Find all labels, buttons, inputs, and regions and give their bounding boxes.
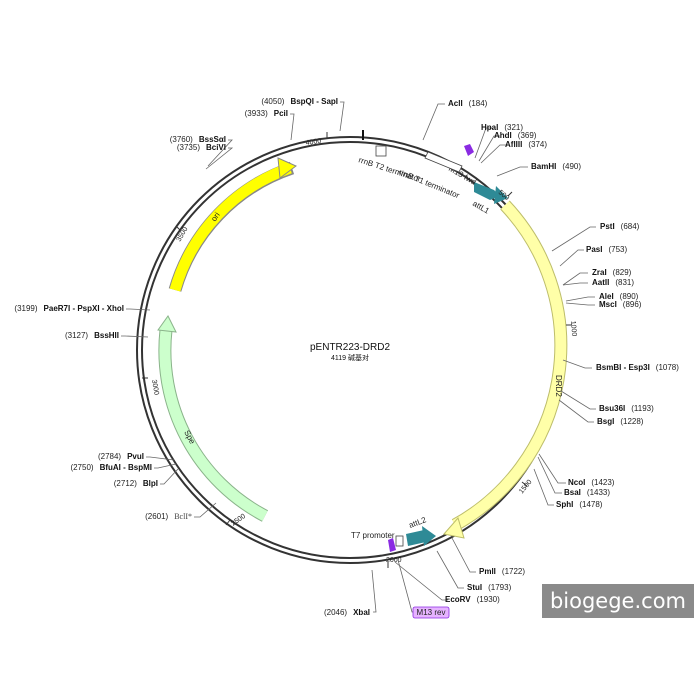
tick-label: 4000 <box>305 138 322 147</box>
site-leaders-left <box>121 101 345 518</box>
m13-rev-badge[interactable]: M13 rev <box>412 606 450 619</box>
site-label: Bsu36I(1193) <box>599 404 654 413</box>
site-label: AhdI(369) <box>494 131 537 140</box>
watermark: biogege.com <box>542 584 694 618</box>
tick-label: 2000 <box>386 557 402 564</box>
site-label: (2601)BclI* <box>145 512 192 521</box>
site-label: EcoRV(1930) <box>445 595 500 604</box>
site-label: BsgI(1228) <box>597 417 644 426</box>
attl2-label: attL2 <box>408 515 428 530</box>
site-label: AleI(890) <box>599 292 639 301</box>
site-label: AflIII(374) <box>505 140 547 149</box>
ori-feature[interactable]: ori <box>168 157 297 292</box>
tick-label: 3000 <box>150 379 160 396</box>
site-label: BsmBI - Esp3I(1078) <box>596 363 679 372</box>
tick-3000: 3000 <box>142 377 160 396</box>
site-label: AatII(831) <box>592 278 634 287</box>
site-label: SphI(1478) <box>556 500 603 509</box>
site-label: StuI(1793) <box>467 583 512 592</box>
tick-4000: 4000 <box>305 132 328 147</box>
site-label: PasI(753) <box>586 245 627 254</box>
site-label: (2712)BlpI <box>114 479 158 488</box>
rrnb-t1-feature[interactable]: rrnB T1 terminator <box>397 151 463 200</box>
site-label: NcoI(1423) <box>568 478 615 487</box>
plasmid-name: pENTR223-DRD2 <box>310 342 390 353</box>
tick-3500: 3500 <box>175 225 190 243</box>
site-label: (4050)BspQI - SapI <box>261 97 338 106</box>
t7-promoter-feature[interactable]: T7 promoter <box>351 531 404 547</box>
site-label: (3933)PciI <box>245 109 288 118</box>
site-label: ZraI(829) <box>592 268 632 277</box>
site-label: AclI(184) <box>448 99 488 108</box>
m13-rev-feature[interactable] <box>388 538 396 552</box>
site-label: BsaI(1433) <box>564 488 610 497</box>
site-label: (3199)PaeR7I - PspXI - XhoI <box>14 304 124 313</box>
tick-2000: 2000 <box>386 557 402 568</box>
tick-label: 1000 <box>569 321 577 337</box>
spe-feature[interactable]: Spe <box>157 315 269 522</box>
attl1-label: attL1 <box>471 199 491 216</box>
plasmid-size: 4119 碱基对 <box>331 353 369 362</box>
site-label: BamHI(490) <box>531 162 581 171</box>
tick-label: 1500 <box>518 479 533 496</box>
t7-promoter-label: T7 promoter <box>351 531 395 540</box>
site-label: (2784)PvuI <box>98 452 144 461</box>
site-label: (2750)BfuAI - BspMI <box>70 463 152 472</box>
attl2-feature[interactable]: attL2 <box>406 515 436 546</box>
tick-1500: 1500 <box>518 479 533 496</box>
site-leaders <box>371 103 596 613</box>
site-label: MscI(896) <box>599 300 642 309</box>
site-label: HpaI(321) <box>481 123 523 132</box>
tick-label: 3500 <box>176 226 190 243</box>
drd2-feature[interactable]: DRD2 <box>443 200 568 539</box>
site-label: (3127)BssHII <box>65 331 119 340</box>
site-label: (2046)XbaI <box>324 608 370 617</box>
tick-1000: 1000 <box>566 321 577 337</box>
site-label: (3735)BciVI <box>177 143 226 152</box>
site-label: PstI(684) <box>600 222 640 231</box>
drd2-label: DRD2 <box>554 375 563 397</box>
site-label: (3760)BssSαI <box>170 135 226 144</box>
site-label: PmlI(1722) <box>479 567 525 576</box>
m13-rev-label: M13 rev <box>417 608 446 617</box>
